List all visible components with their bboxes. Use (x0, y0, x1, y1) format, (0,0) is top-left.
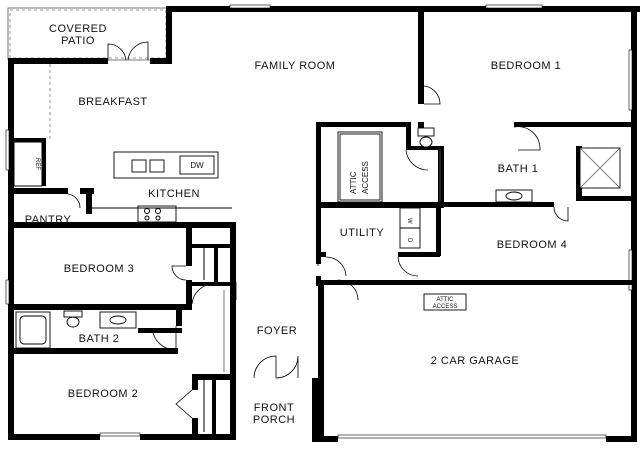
bath-1-fixtures (337, 127, 621, 203)
bath-2-fixtures (15, 310, 137, 349)
garage-label: 2 CAR GARAGE (431, 355, 520, 367)
ref-space (13, 141, 43, 187)
kitchen-fixtures (13, 64, 232, 223)
garage-attic-label-1: ATTIC (437, 297, 455, 303)
bedroom-2-label: BEDROOM 2 (68, 388, 139, 400)
dw-label: DW (190, 161, 204, 170)
bedroom-1-label: BEDROOM 1 (491, 60, 562, 72)
dryer-label: D (406, 238, 412, 243)
dishwasher (179, 155, 215, 175)
bedroom-4-label: BEDROOM 4 (497, 239, 568, 251)
bath-2-label: BATH 2 (79, 333, 120, 345)
interior-walls (8, 6, 637, 440)
range (137, 205, 177, 223)
pantry-label: PANTRY (25, 214, 72, 226)
ref-label: REF (34, 158, 40, 170)
garage-attic-label-2: ACCESS (433, 304, 458, 310)
foyer-label: FOYER (257, 325, 297, 337)
bedroom-3-label: BEDROOM 3 (64, 263, 135, 275)
utility-fixtures (399, 207, 421, 249)
breakfast-label: BREAKFAST (78, 96, 147, 108)
toilet-bath-1 (419, 136, 433, 148)
attic-access-label-1: ATTIC (349, 171, 358, 194)
front-porch-label-1: FRONT (254, 402, 294, 414)
covered-patio-label-1: COVERED (49, 23, 107, 35)
toilet-bath-2 (66, 316, 80, 328)
attic-access-label-2: ACCESS (361, 161, 370, 194)
exterior-walls (8, 6, 640, 442)
closet-rods (203, 248, 225, 432)
family-room-label: FAMILY ROOM (255, 60, 336, 72)
washer-label: W (406, 218, 412, 224)
front-porch-label-2: PORCH (253, 414, 295, 426)
sink-bath-1 (505, 191, 523, 201)
door-swings (67, 41, 569, 419)
kitchen-label: KITCHEN (148, 188, 200, 200)
utility-label: UTILITY (340, 227, 385, 239)
garage-attic-access-hatch (423, 293, 467, 311)
windows (5, 4, 633, 439)
bath-1-label: BATH 1 (498, 163, 539, 175)
sink-bath-2 (109, 315, 127, 325)
covered-patio-label-2: PATIO (61, 35, 95, 47)
